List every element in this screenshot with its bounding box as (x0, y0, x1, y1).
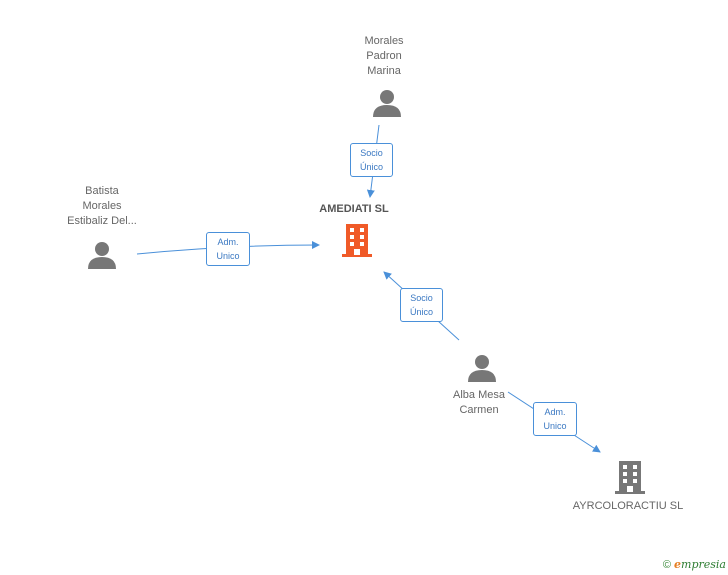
edge-label-alba-ayrcoloractiu[interactable]: Adm. Unico (533, 402, 577, 436)
company-label-ayrcoloractiu: AYRCOLORACTIU SL (572, 500, 684, 512)
edge-label-alba-amediati[interactable]: Socio Único (400, 288, 443, 322)
person-label-morales: Morales Padron Marina (364, 35, 404, 77)
building-icon[interactable] (341, 222, 373, 258)
empresia-watermark: © empresia (663, 558, 726, 571)
edge-label-morales-amediati[interactable]: Socio Único (350, 143, 393, 177)
person-label-alba: Alba Mesa Carmen (453, 389, 505, 416)
person-icon[interactable] (87, 240, 117, 270)
building-icon[interactable] (614, 459, 646, 495)
edge-label-batista-amediati[interactable]: Adm. Unico (206, 232, 250, 266)
person-icon[interactable] (467, 353, 497, 383)
brand-logo: empresia (674, 558, 726, 571)
person-icon[interactable] (372, 88, 402, 118)
company-label-amediati: AMEDIATI SL (319, 203, 389, 215)
copyright-icon: © (662, 558, 672, 571)
person-label-batista: Batista Morales Estibaliz Del... (67, 185, 137, 227)
